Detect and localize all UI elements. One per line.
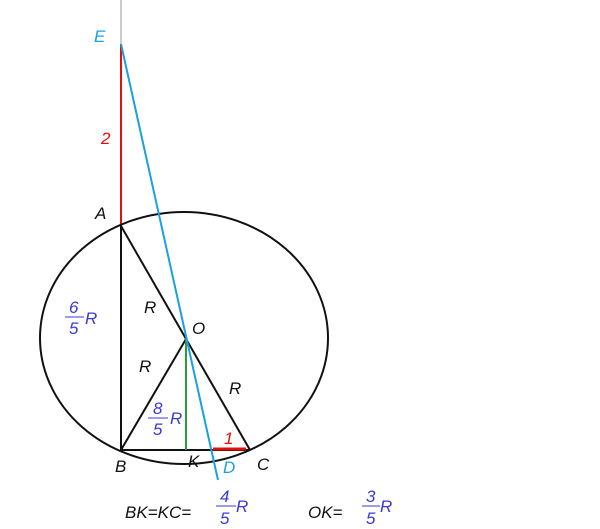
label-d: D (223, 458, 235, 477)
svg-text:R: R (236, 497, 248, 516)
label-e: E (94, 27, 106, 46)
label-ae-length: 2 (100, 129, 111, 148)
label-o: O (192, 319, 205, 338)
label-r-bo: R (139, 357, 151, 376)
svg-text:4: 4 (220, 487, 229, 506)
svg-text:R: R (85, 309, 97, 328)
svg-text:5: 5 (366, 509, 376, 528)
label-b: B (115, 457, 126, 476)
label-r-ao: R (144, 298, 156, 317)
svg-text:R: R (170, 409, 182, 428)
formula-bk: BK=KC= 4 5 R (125, 487, 248, 528)
label-dc-length: 1 (224, 429, 233, 448)
line-ed (120, 43, 219, 481)
svg-text:5: 5 (220, 509, 230, 528)
svg-text:5: 5 (153, 420, 163, 439)
label-a: A (94, 204, 106, 223)
label-k: K (188, 452, 200, 471)
svg-text:OK=: OK= (308, 503, 343, 522)
circle (39, 211, 329, 465)
formula-ok: OK= 3 5 R (308, 487, 392, 528)
fraction-ab: 6 5 R (65, 298, 97, 338)
svg-text:6: 6 (69, 298, 79, 317)
svg-text:5: 5 (69, 319, 79, 338)
svg-text:BK=KC=: BK=KC= (125, 503, 191, 522)
label-r-oc: R (229, 379, 241, 398)
fraction-ok: 8 5 R (148, 399, 182, 439)
svg-text:R: R (380, 497, 392, 516)
label-c: C (257, 455, 270, 474)
svg-text:8: 8 (153, 399, 163, 418)
svg-text:3: 3 (366, 487, 376, 506)
segment-bo (120, 338, 187, 451)
